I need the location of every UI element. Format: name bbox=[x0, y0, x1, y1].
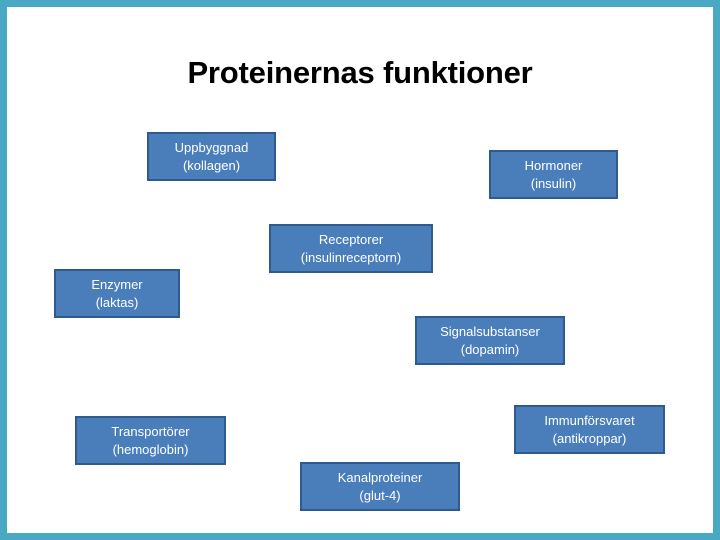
function-box-enzymer[interactable]: Enzymer (laktas) bbox=[54, 269, 180, 318]
function-box-transportorer[interactable]: Transportörer (hemoglobin) bbox=[75, 416, 226, 465]
function-box-label-line1: Kanalproteiner bbox=[337, 469, 423, 485]
function-box-immunforsvaret[interactable]: Immunförsvaret (antikroppar) bbox=[514, 405, 665, 454]
function-box-label-line1: Hormoner bbox=[524, 157, 583, 173]
function-box-kanalproteiner[interactable]: Kanalproteiner (glut-4) bbox=[300, 462, 460, 511]
function-box-label-line2: (insulin) bbox=[530, 175, 577, 191]
function-box-label-line2: (hemoglobin) bbox=[112, 441, 189, 457]
function-box-label-line2: (laktas) bbox=[95, 294, 139, 310]
function-box-label-line2: (glut-4) bbox=[359, 487, 401, 503]
page-title: Proteinernas funktioner bbox=[187, 55, 533, 90]
function-box-label-line1: Signalsubstanser bbox=[440, 323, 540, 339]
function-box-label-line2: (insulinreceptorn) bbox=[300, 249, 402, 265]
function-box-uppbyggnad[interactable]: Uppbyggnad (kollagen) bbox=[147, 132, 276, 181]
function-box-label-line2: (dopamin) bbox=[460, 341, 520, 357]
function-box-receptorer[interactable]: Receptorer (insulinreceptorn) bbox=[269, 224, 433, 273]
function-box-hormoner[interactable]: Hormoner (insulin) bbox=[489, 150, 618, 199]
function-box-label-line2: (kollagen) bbox=[182, 157, 241, 173]
function-box-label-line1: Uppbyggnad bbox=[174, 139, 249, 155]
function-box-label-line1: Immunförsvaret bbox=[544, 412, 635, 428]
function-box-signalsubstanser[interactable]: Signalsubstanser (dopamin) bbox=[415, 316, 565, 365]
function-box-label-line1: Enzymer bbox=[91, 276, 143, 292]
function-box-label-line2: (antikroppar) bbox=[552, 430, 627, 446]
function-box-label-line1: Transportörer bbox=[111, 423, 190, 439]
slide-canvas: Proteinernas funktioner Uppbyggnad (koll… bbox=[7, 7, 713, 533]
function-box-label-line1: Receptorer bbox=[318, 231, 384, 247]
